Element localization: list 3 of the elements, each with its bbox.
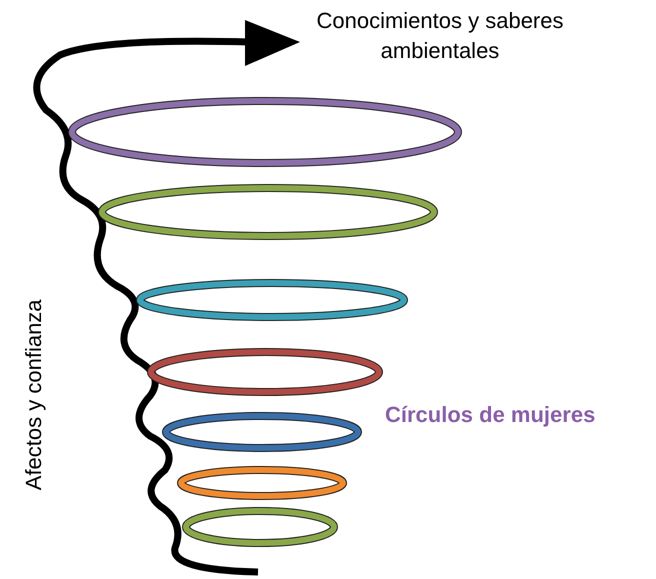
heading-text: Conocimientos y saberes ambientales	[315, 7, 564, 65]
side-caption: Afectos y confianza	[20, 298, 48, 492]
ring-caption: Círculos de mujeres	[385, 401, 596, 429]
